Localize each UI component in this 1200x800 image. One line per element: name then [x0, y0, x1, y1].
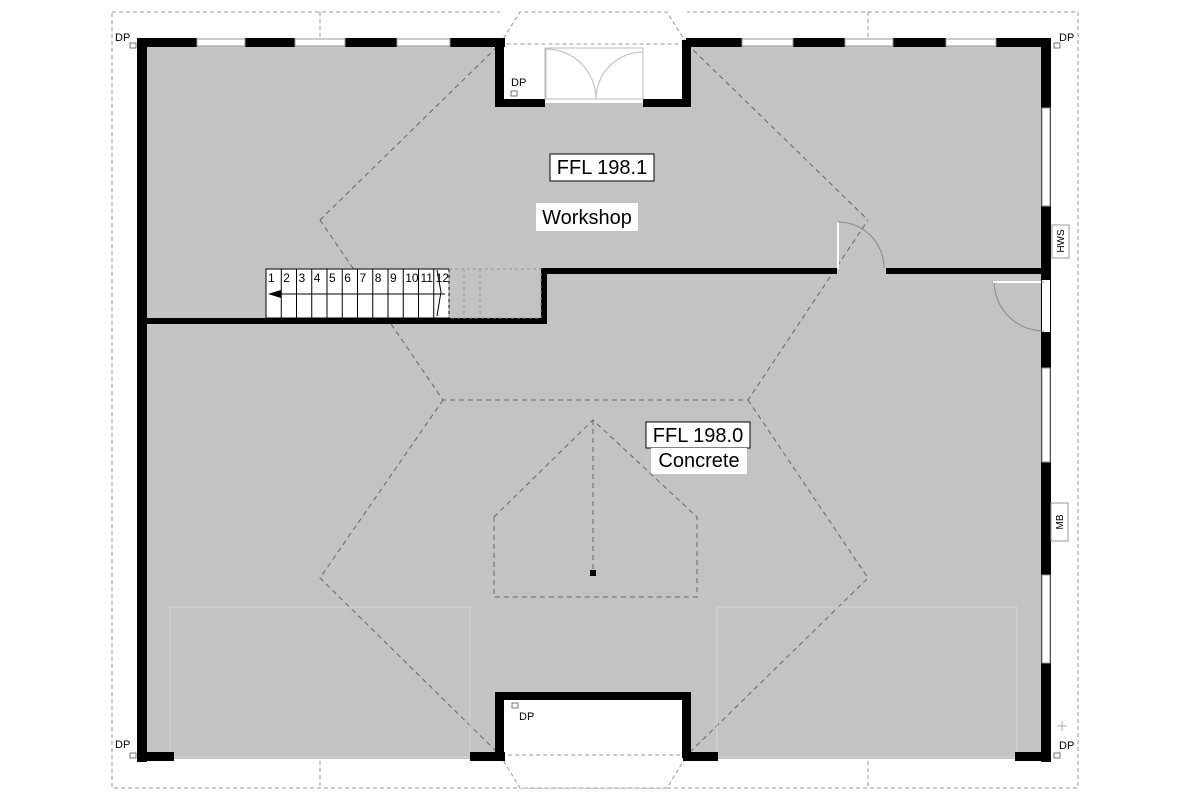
workshop-level: FFL 198.1 — [557, 157, 647, 179]
stair-step-number: 4 — [314, 271, 321, 285]
interior-door-swing — [837, 221, 885, 269]
downpipe-label: DP — [511, 77, 526, 89]
main-surface: Concrete — [658, 450, 739, 472]
hws-box — [1051, 224, 1070, 259]
level-label-box — [549, 153, 655, 182]
downpipe-label: DP — [1059, 32, 1074, 44]
entry-canopy-top — [499, 11, 688, 45]
stair-step-number: 7 — [360, 271, 367, 285]
downpipe-label: DP — [1059, 740, 1074, 752]
stair-step-number: 10 — [405, 271, 419, 285]
hot-water-system-label: HWS — [1056, 229, 1067, 253]
garage-door-outlines — [169, 606, 1018, 758]
stair-step-number: 2 — [283, 271, 290, 285]
downpipe-markers — [129, 42, 1061, 759]
ridge-point — [590, 570, 596, 576]
workshop-name: Workshop — [542, 207, 632, 229]
room-label-box — [651, 448, 747, 474]
floor-area — [143, 10, 1048, 767]
downpipe-label: DP — [519, 711, 534, 723]
entry-canopy-bottom — [499, 754, 688, 789]
downpipe-label: DP — [115, 739, 130, 751]
stair-step-number: 8 — [375, 271, 382, 285]
interior-walls — [147, 268, 1046, 324]
windows — [196, 38, 1051, 664]
downpipe-label: DP — [115, 32, 130, 44]
stair-step-number: 6 — [344, 271, 351, 285]
wall-openings — [1042, 280, 1050, 332]
stair-step-number: 9 — [390, 271, 397, 285]
front-door — [544, 47, 644, 100]
stair-step-number: 5 — [329, 271, 336, 285]
main-level: FFL 198.0 — [653, 425, 743, 447]
meter-box-label: MB — [1055, 514, 1066, 529]
stair-step-number: 1 — [268, 271, 275, 285]
mb-box — [1050, 502, 1069, 542]
stair-step-number: 11 — [421, 271, 434, 285]
datum-cross — [1057, 721, 1067, 731]
room-label-box — [536, 203, 638, 231]
stair-step-number: 3 — [299, 271, 306, 285]
